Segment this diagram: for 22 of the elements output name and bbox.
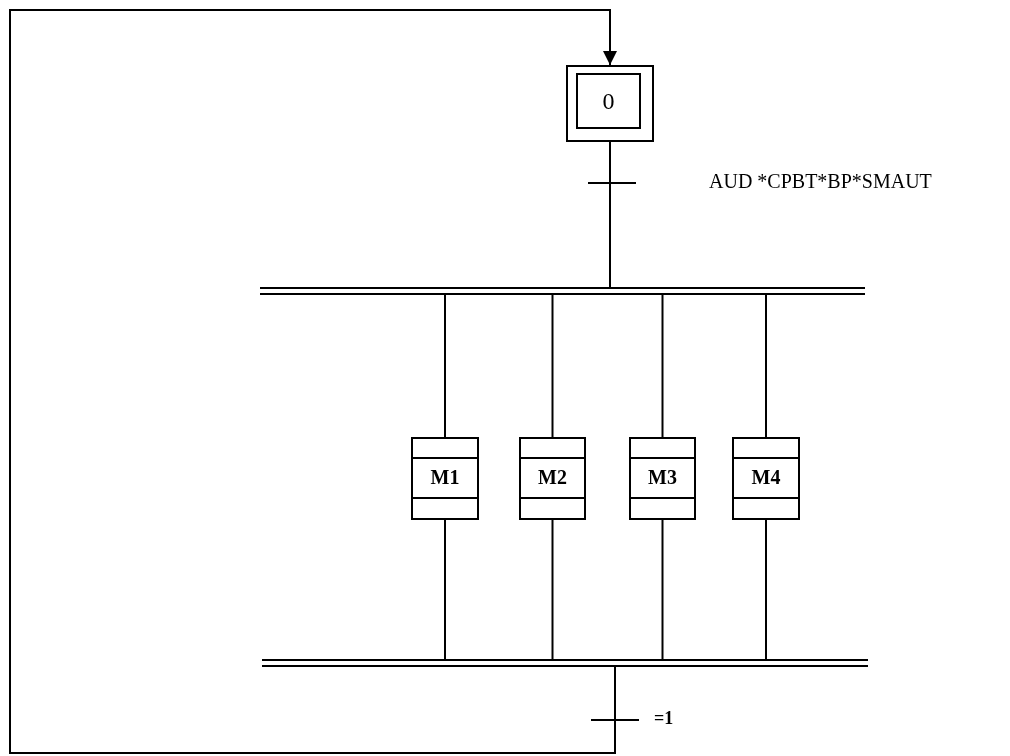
step-label: M1 xyxy=(430,465,460,489)
connector-line xyxy=(661,294,664,438)
step-number: 0 xyxy=(602,87,615,115)
connector-line xyxy=(551,294,554,438)
macro-step-box xyxy=(519,437,586,520)
step-label: M4 xyxy=(751,465,781,489)
connector-line xyxy=(609,141,611,288)
connector-line xyxy=(551,519,554,660)
connector-line xyxy=(444,294,446,438)
connector-line xyxy=(765,294,767,438)
connector-line xyxy=(661,519,664,660)
parallel-bar xyxy=(260,287,865,295)
step-label: M3 xyxy=(648,465,677,489)
initial-step-box xyxy=(566,65,654,142)
step-label: M2 xyxy=(538,465,567,489)
macro-step-box xyxy=(411,437,479,520)
arrow xyxy=(9,9,617,754)
macro-step-box xyxy=(732,437,800,520)
parallel-bar xyxy=(262,659,868,667)
connector-line xyxy=(444,519,446,660)
connector-line xyxy=(765,519,767,660)
macro-step-box xyxy=(629,437,696,520)
